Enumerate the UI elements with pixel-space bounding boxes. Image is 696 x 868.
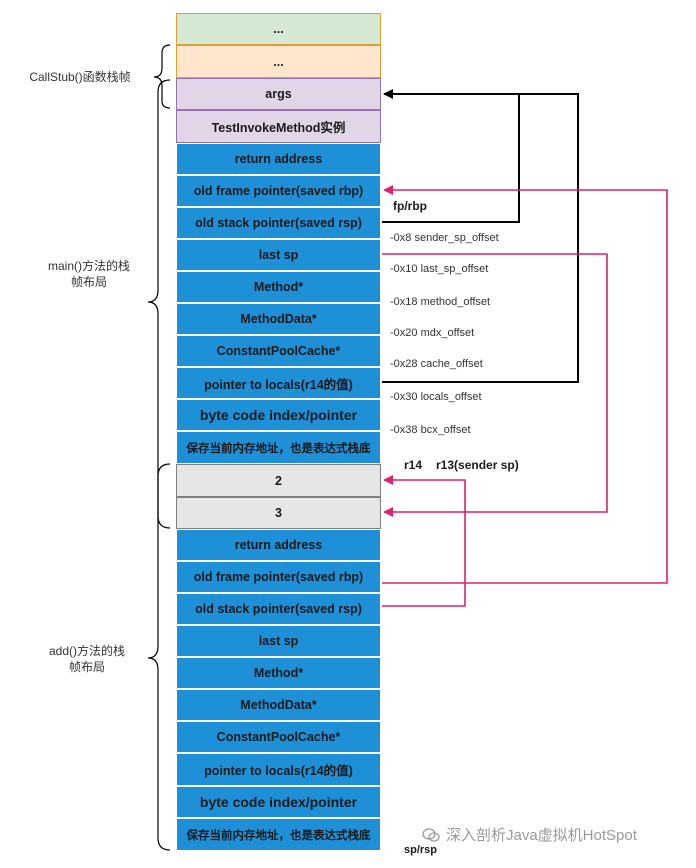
add-expression-stack-bottom: 保存当前内存地址，也是表达式栈底 bbox=[176, 818, 381, 851]
add-return-address: return address bbox=[176, 529, 381, 561]
fp-rbp-label: fp/rbp bbox=[393, 199, 427, 213]
main-expression-stack-bottom: 保存当前内存地址，也是表达式栈底 bbox=[176, 431, 381, 464]
offset-bcx: -0x38 bcx_offset bbox=[390, 424, 471, 436]
add-bytecode-index: byte code index/pointer bbox=[176, 786, 381, 818]
main-bytecode-index: byte code index/pointer bbox=[176, 399, 381, 431]
add-method-data: MethodData* bbox=[176, 689, 381, 721]
main-brace bbox=[147, 79, 171, 529]
r14-label: r14 bbox=[404, 458, 423, 472]
callstub-frame-label: CallStub()函数栈帧 bbox=[29, 70, 131, 84]
wechat-icon bbox=[422, 827, 440, 842]
fp-to-args-arrow bbox=[382, 89, 520, 223]
stack-cell-top-1: ... bbox=[176, 13, 381, 45]
add-old-stack-pointer: old stack pointer(saved rsp) bbox=[176, 593, 381, 625]
main-last-sp: last sp bbox=[176, 239, 381, 271]
main-frame-label: main()方法的栈 帧布局 bbox=[34, 258, 144, 290]
add-brace bbox=[147, 463, 171, 851]
r13-label: r13(sender sp) bbox=[436, 458, 519, 472]
main-method: Method* bbox=[176, 271, 381, 303]
stack-cell-instance: TestInvokeMethod实例 bbox=[176, 110, 381, 143]
add-frame-label: add()方法的栈 帧布局 bbox=[32, 643, 142, 675]
main-old-frame-pointer: old frame pointer(saved rbp) bbox=[176, 175, 381, 207]
main-constant-pool-cache: ConstantPoolCache* bbox=[176, 335, 381, 367]
sp-rsp-label: sp/rsp bbox=[404, 844, 438, 856]
main-return-address: return address bbox=[176, 143, 381, 175]
add-old-frame-pointer: old frame pointer(saved rbp) bbox=[176, 561, 381, 593]
add-rsp-to-arg2-arrow bbox=[382, 475, 466, 607]
stack-cell-args: args bbox=[176, 78, 381, 110]
stack-cell-top-2: ... bbox=[176, 45, 381, 78]
add-method: Method* bbox=[176, 657, 381, 689]
callstub-brace bbox=[153, 44, 171, 109]
add-pointer-to-locals: pointer to locals(r14的值) bbox=[176, 753, 381, 786]
offset-mdx: -0x20 mdx_offset bbox=[390, 327, 475, 339]
offset-locals: -0x30 locals_offset bbox=[390, 391, 482, 403]
locals-to-args-arrow bbox=[382, 93, 579, 383]
offset-last-sp: -0x10 last_sp_offset bbox=[390, 263, 489, 275]
arg-cell-2: 2 bbox=[176, 464, 381, 497]
main-frame-label-line1: main()方法的栈 bbox=[47, 259, 130, 273]
main-pointer-to-locals: pointer to locals(r14的值) bbox=[176, 367, 381, 399]
main-old-stack-pointer: old stack pointer(saved rsp) bbox=[176, 207, 381, 239]
add-frame-label-line1: add()方法的栈 bbox=[48, 644, 125, 658]
offset-cache: -0x28 cache_offset bbox=[390, 358, 483, 370]
arg-cell-3: 3 bbox=[176, 497, 381, 529]
offset-method: -0x18 method_offset bbox=[390, 296, 491, 308]
watermark: 深入剖析Java虚拟机HotSpot bbox=[422, 824, 637, 845]
main-frame-label-line2: 帧布局 bbox=[70, 275, 107, 289]
add-last-sp: last sp bbox=[176, 625, 381, 657]
main-method-data: MethodData* bbox=[176, 303, 381, 335]
main-lastsp-to-arg3-arrow bbox=[382, 253, 608, 517]
offset-sender-sp: -0x8 sender_sp_offset bbox=[390, 232, 499, 244]
watermark-text: 深入剖析Java虚拟机HotSpot bbox=[446, 827, 637, 844]
add-constant-pool-cache: ConstantPoolCache* bbox=[176, 721, 381, 753]
add-frame-label-line2: 帧布局 bbox=[68, 660, 105, 674]
add-rbp-to-main-rbp-arrow bbox=[382, 185, 668, 584]
